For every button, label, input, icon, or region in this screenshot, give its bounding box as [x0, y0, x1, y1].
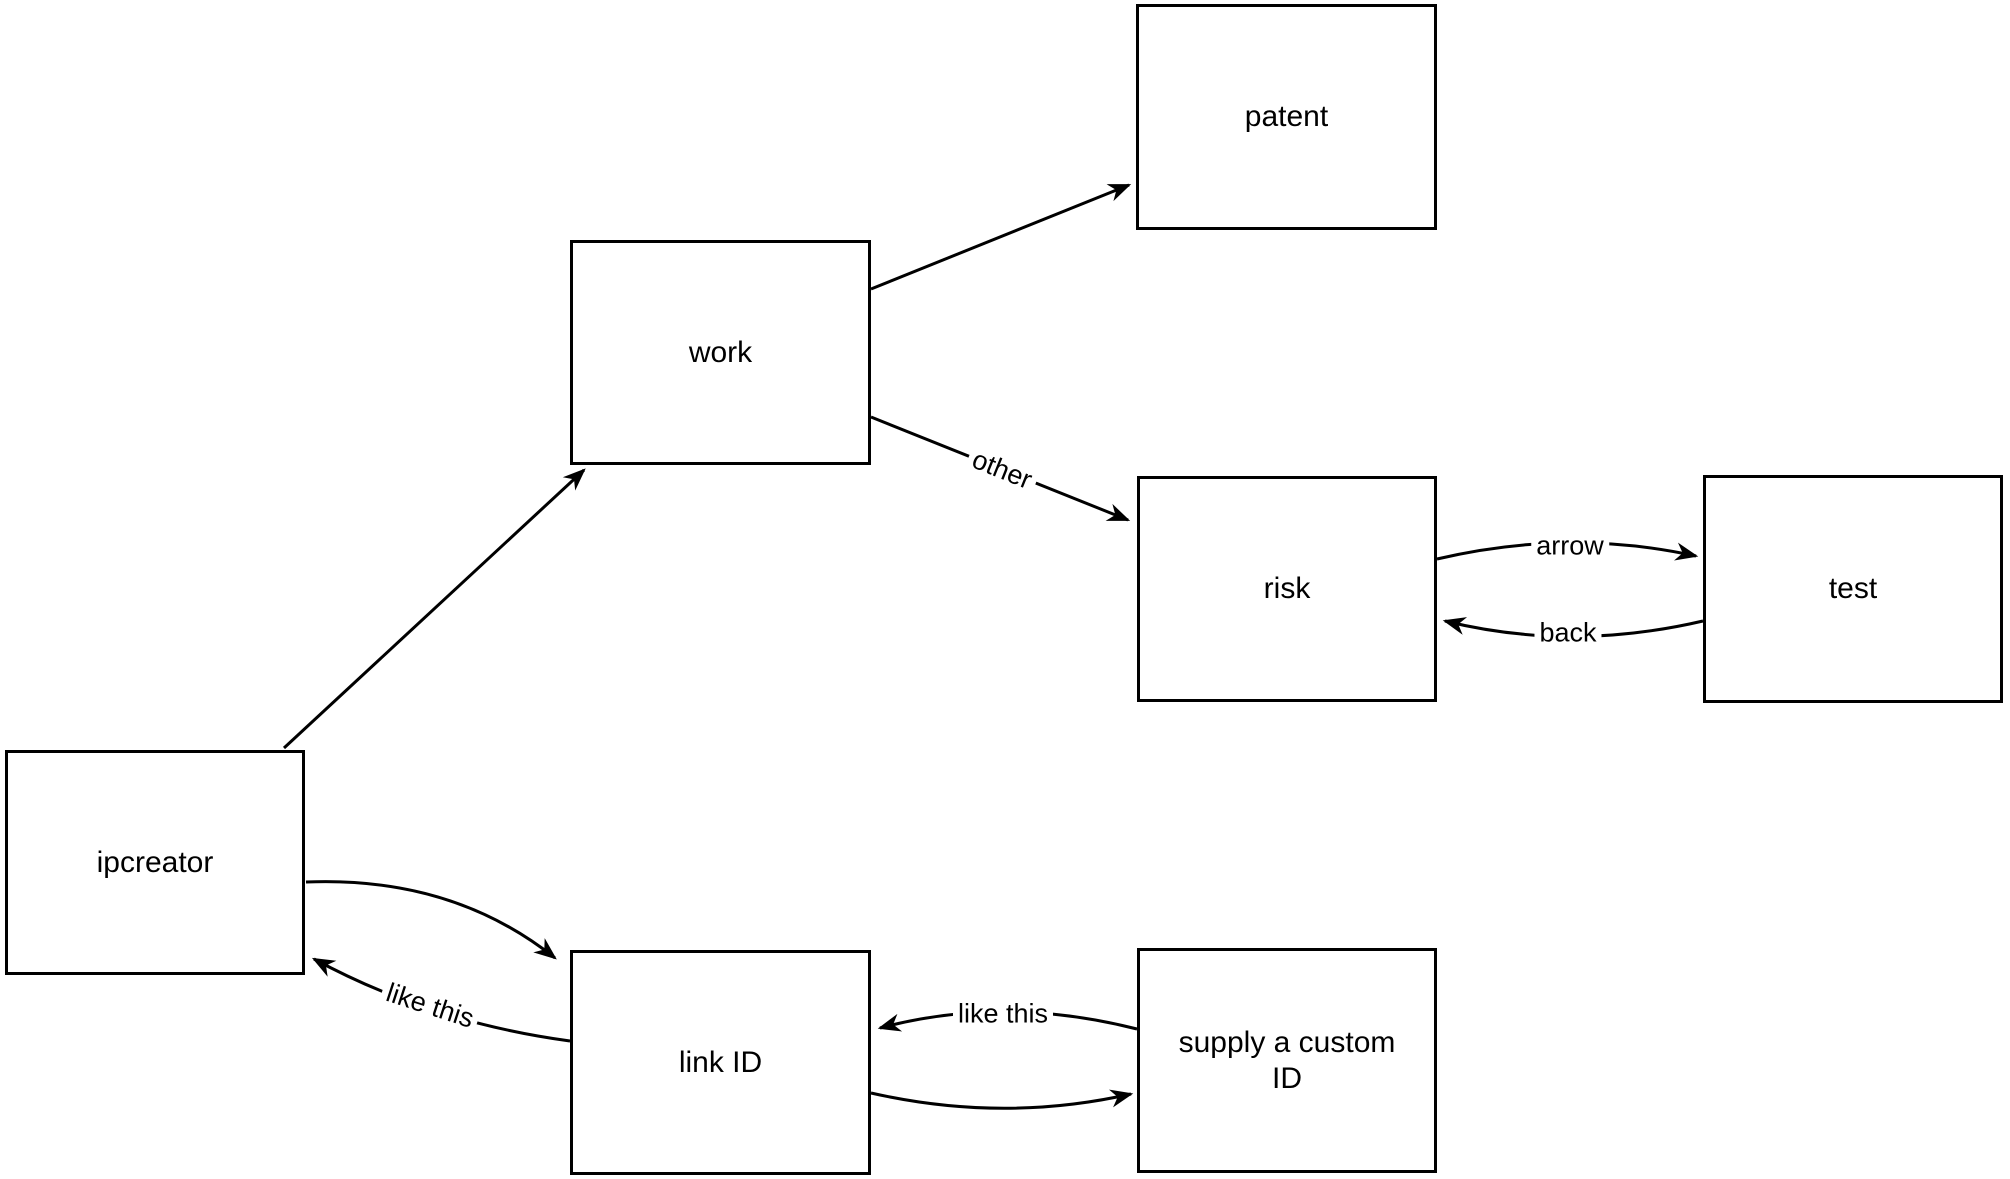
node-link-id[interactable]: link ID	[570, 950, 871, 1175]
node-work[interactable]: work	[570, 240, 871, 465]
edge-label-back[interactable]: back	[1534, 617, 1602, 649]
node-test[interactable]: test	[1703, 475, 2003, 703]
node-patent-label: patent	[1244, 100, 1329, 133]
node-ipcreator[interactable]: ipcreator	[5, 750, 305, 975]
node-risk-label: risk	[1263, 572, 1311, 605]
edge-label-arrow[interactable]: arrow	[1531, 530, 1609, 562]
node-supply-custom-id-label: supply a custom ID	[1178, 1025, 1396, 1095]
node-ipcreator-label: ipcreator	[96, 845, 214, 879]
node-supply-custom-id[interactable]: supply a custom ID	[1137, 948, 1437, 1173]
edge-linkid-to-supply[interactable]	[870, 1089, 1134, 1110]
edge-work-to-patent[interactable]	[870, 183, 1132, 291]
node-work-label: work	[688, 335, 753, 369]
edge-ipcreator-to-work[interactable]	[282, 468, 586, 750]
edge-ipcreator-to-linkid[interactable]	[305, 880, 557, 960]
node-test-label: test	[1828, 572, 1878, 605]
node-risk[interactable]: risk	[1137, 476, 1437, 702]
edge-label-like-this-supply[interactable]: like this	[952, 998, 1054, 1030]
node-patent[interactable]: patent	[1136, 4, 1437, 230]
node-link-id-label: link ID	[678, 1045, 763, 1079]
